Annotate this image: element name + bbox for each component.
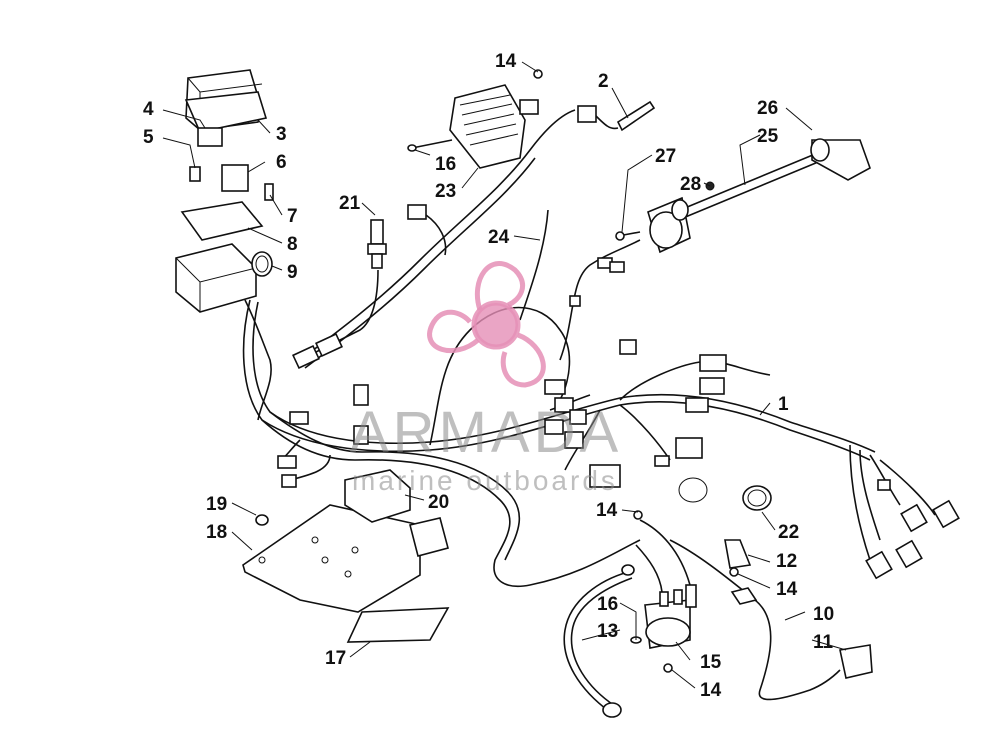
ignition-coil: [615, 138, 871, 254]
callouts: 1 2 3 4 5 6 7 8 9 10 11 12 13 14 14 14 1…: [143, 51, 834, 701]
callout-14-bottom: 14: [700, 680, 722, 701]
callout-10: 10: [813, 604, 834, 625]
watermark-logo: [427, 261, 546, 388]
callout-25: 25: [757, 126, 779, 147]
callout-26: 26: [757, 98, 778, 119]
callout-13: 13: [597, 621, 618, 642]
callout-14-right: 14: [776, 579, 798, 600]
callout-27: 27: [655, 146, 676, 167]
callout-21: 21: [339, 193, 361, 214]
callout-22: 22: [778, 522, 799, 543]
callout-3: 3: [276, 124, 287, 145]
callout-9: 9: [287, 262, 298, 283]
callout-20: 20: [428, 492, 449, 513]
watermark-subtitle: marine outboards: [352, 465, 618, 496]
callout-19: 19: [206, 494, 227, 515]
watermark-title: ARMADA: [350, 400, 622, 465]
callout-6: 6: [276, 152, 287, 173]
callout-24: 24: [488, 227, 510, 248]
leader-lines: [162, 61, 847, 689]
callout-23: 23: [435, 181, 456, 202]
callout-14-top: 14: [495, 51, 517, 72]
callout-17: 17: [325, 648, 346, 669]
callout-14-mid: 14: [596, 500, 618, 521]
main-wiring-harness: [242, 109, 960, 587]
fuse-box-assembly: [175, 69, 274, 313]
callout-15: 15: [700, 652, 722, 673]
voltage-regulator: [407, 69, 656, 256]
callout-5: 5: [143, 127, 154, 148]
callout-8: 8: [287, 234, 298, 255]
callout-12: 12: [776, 551, 797, 572]
callout-11: 11: [813, 632, 834, 653]
callout-16-bottom: 16: [597, 594, 618, 615]
callout-28: 28: [680, 174, 701, 195]
sensor-21: [367, 219, 387, 269]
callout-4: 4: [143, 99, 154, 120]
callout-1: 1: [778, 394, 789, 415]
watermark: ARMADA marine outboards: [350, 261, 622, 496]
callout-16-top: 16: [435, 154, 456, 175]
callout-7: 7: [287, 206, 298, 227]
starter-solenoid: [563, 510, 873, 718]
callout-18: 18: [206, 522, 227, 543]
callout-2: 2: [598, 71, 609, 92]
mounting-plate: [242, 469, 450, 643]
